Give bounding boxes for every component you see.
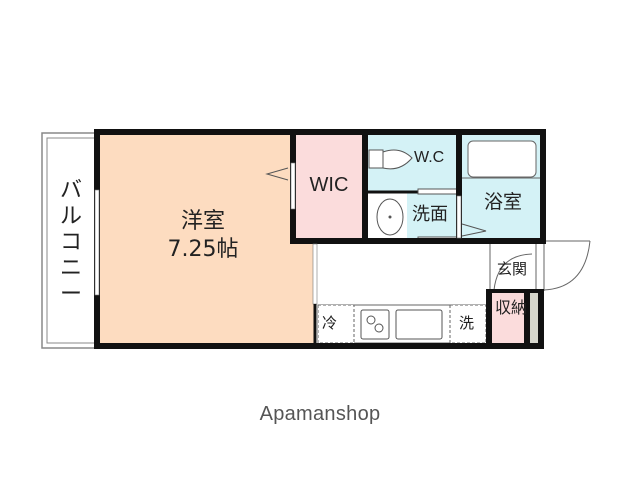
western-room-fill <box>98 133 316 347</box>
entrance-area <box>489 240 591 291</box>
washer-label: 洗 <box>459 314 475 332</box>
western-room-name: 洋室 <box>180 209 225 234</box>
wic-label: WIC <box>309 174 349 196</box>
wash-basin <box>367 193 407 241</box>
toilet-fixture <box>368 149 413 170</box>
balcony-window <box>94 189 100 296</box>
washroom-label: 洗面 <box>412 204 448 225</box>
western-room-size: 7.25帖 <box>167 237 239 262</box>
washroom-door <box>456 195 462 239</box>
room-partition <box>312 243 318 305</box>
storage-fill <box>490 291 524 347</box>
toilet-label: W.C <box>414 149 445 166</box>
storage-label: 収納 <box>495 298 528 317</box>
balcony-area <box>41 132 99 349</box>
wic-door <box>290 162 296 210</box>
washroom-door-marker <box>461 223 487 237</box>
bathroom-label: 浴室 <box>483 191 522 213</box>
fridge-label: 冷 <box>322 314 338 332</box>
storage-side-fill <box>530 293 538 343</box>
wic-door-marker <box>265 167 289 181</box>
balcony-label: バルコニー <box>59 178 82 307</box>
brand-logo-text: Apamanshop <box>259 403 381 425</box>
wic-fill <box>292 133 366 241</box>
entrance-label: 玄関 <box>497 260 528 278</box>
western-room-label: 洋室 7.25帖 <box>128 208 278 264</box>
bathtub <box>467 140 537 178</box>
